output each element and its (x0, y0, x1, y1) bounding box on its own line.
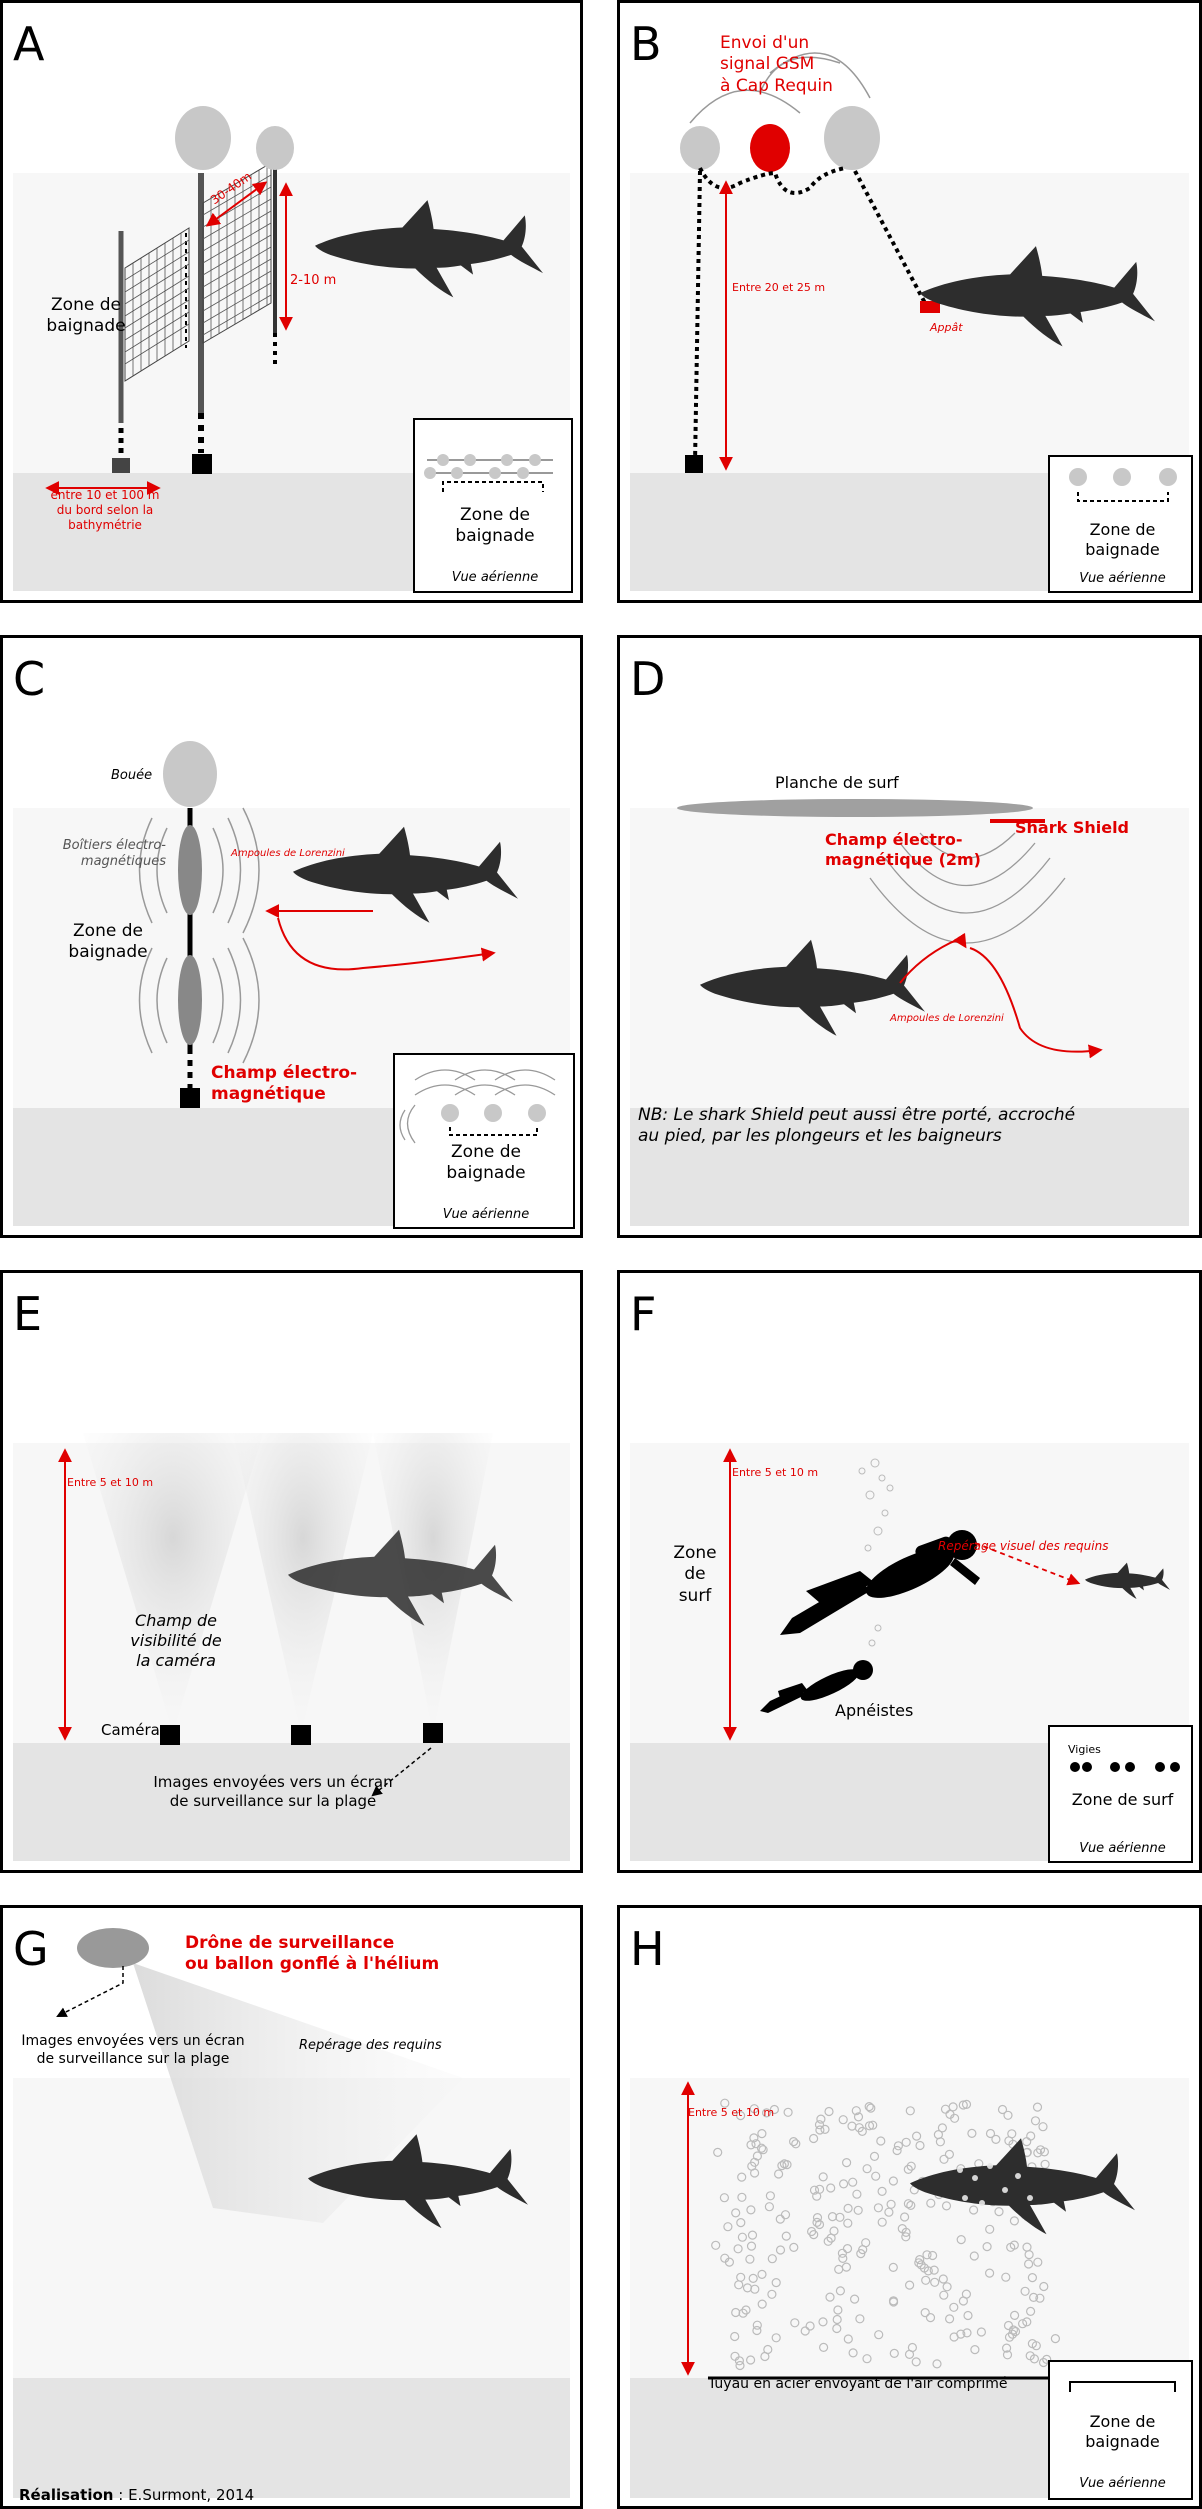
spotting-label: Repérage visuel des requins (938, 1539, 1109, 1553)
panel-b-smart-drumline: B Envoi d'un signal GSM à Cap Requin Ent… (617, 0, 1202, 603)
panel-c-electromagnetic-barrier: C Bouée Boîtiers électro- magnétiques Am… (0, 635, 583, 1238)
shark-icon (293, 826, 518, 923)
aerial-view-inset: Zone de baignade Vue aérienne (413, 418, 573, 593)
inset-zone-label: Zone de baignade (1085, 520, 1160, 559)
depth-label: 2-10 m (290, 273, 337, 288)
pipe-label: Tuyau en acier envoyant de l'air comprim… (708, 2376, 1008, 2392)
panel-letter: C (13, 652, 46, 706)
panel-f-lookouts: F Entre 5 et 10 m Zone de surf Repérage (617, 1270, 1202, 1873)
camera-field-of-view (83, 1433, 263, 1733)
drone-field-of-view (133, 1963, 463, 2223)
electromagnetic-box-icon (178, 825, 202, 915)
panel-letter: F (630, 1287, 657, 1341)
net-icon (45, 106, 543, 495)
inset-zone-label: Zone de baignade (455, 505, 535, 547)
panel-letter: H (630, 1922, 665, 1976)
seabed (13, 2378, 570, 2498)
bait-icon (920, 301, 940, 313)
drone-label: Drône de surveillance ou ballon gonflé à… (185, 1933, 440, 1975)
visibility-label: Champ de visibilité de la caméra (130, 1611, 222, 1670)
shark-icon (315, 200, 543, 298)
images-label: Images envoyées vers un écran de surveil… (153, 1773, 393, 1810)
depth-label: Entre 5 et 10 m (688, 2106, 775, 2119)
inset-zone-label: Zone de surf (1071, 1790, 1174, 1809)
panel-h-bubble-curtain: H Entre 5 et 10 m Tuyau en acier envoyan… (617, 1905, 1202, 2509)
inset-view-label: Vue aérienne (1079, 1841, 1166, 1856)
zone-label: Zone de baignade (46, 295, 126, 337)
buoy-icon (175, 106, 231, 170)
aerial-view-inset: Zone de baignade Vue aérienne (1048, 455, 1193, 593)
panel-letter: E (13, 1287, 43, 1341)
camera-label: Caméra (101, 1721, 160, 1739)
diver-icon (780, 1530, 980, 1635)
buoy-icon (163, 741, 217, 807)
panel-d-shark-shield: D Planche de surf Shark Shield Champ éle… (617, 635, 1202, 1238)
panel-letter: B (630, 17, 662, 71)
images-label: Images envoyées vers un écran de surveil… (21, 2033, 245, 2067)
divers-label: Apnéistes (835, 1701, 914, 1720)
shark-shield-label: Shark Shield (1015, 818, 1129, 837)
aerial-view-inset: Vigies Zone de surf Vue aérienne (1048, 1725, 1193, 1863)
camera-icon (160, 1725, 180, 1745)
panel-letter: A (13, 17, 45, 71)
drone-icon (77, 1928, 149, 1968)
air-bubbles (711, 2098, 1060, 2371)
lookouts-label: Vigies (1068, 1743, 1101, 1756)
spotting-label: Repérage des requins (299, 2038, 442, 2053)
credit: Réalisation : E.Surmont, 2014 (19, 2486, 254, 2504)
gsm-buoy-icon (750, 124, 790, 172)
inset-view-label: Vue aérienne (451, 570, 539, 585)
inset-view-label: Vue aérienne (1079, 571, 1166, 586)
em-field-label: Champ électro- magnétique (211, 1063, 358, 1105)
seabed (13, 1743, 570, 1861)
depth-label: Entre 5 et 10 m (67, 1476, 154, 1489)
buoy-icon (680, 126, 720, 170)
lorenzini-label: Ampoules de Lorenzini (231, 848, 345, 859)
aerial-view-inset: Zone de baignade Vue aérienne (393, 1053, 575, 1229)
depth-label: Entre 5 et 10 m (732, 1466, 819, 1479)
surfboard-label: Planche de surf (775, 773, 899, 792)
panel-g-drone-surveillance: G Drône de surveillance ou ballon gonflé… (0, 1905, 583, 2509)
surfboard-icon (677, 799, 1033, 817)
distance-label: entre 10 et 100 m du bord selon la bathy… (50, 488, 160, 532)
depth-label: Entre 20 et 25 m (732, 281, 826, 294)
em-field-label: Champ électro- magnétique (2m) (825, 830, 981, 869)
panel-letter: D (630, 652, 666, 706)
aerial-view-inset: Zone de baignade Vue aérienne (1048, 2360, 1193, 2500)
inset-view-label: Vue aérienne (1079, 2476, 1166, 2491)
zone-label: Zone de baignade (68, 921, 148, 963)
water (630, 2078, 1189, 2378)
panel-e-underwater-cameras: E Entre 5 et 10 m Champ de visibilité de… (0, 1270, 583, 1873)
bait-label: Appât (930, 321, 963, 334)
credit-value: : E.Surmont, 2014 (113, 2486, 255, 2504)
lorenzini-label: Ampoules de Lorenzini (890, 1013, 1004, 1024)
inset-zone-label: Zone de baignade (446, 1142, 526, 1184)
shark-icon (910, 2138, 1135, 2235)
gsm-signal-label: Envoi d'un signal GSM à Cap Requin (720, 33, 833, 96)
panel-letter: G (13, 1922, 49, 1976)
note-text: NB: Le shark Shield peut aussi être port… (638, 1105, 1076, 1147)
em-boxes-label: Boîtiers électro- magnétiques (62, 838, 166, 870)
shark-icon (1085, 1562, 1170, 1599)
credit-label: Réalisation (19, 2486, 114, 2504)
inset-view-label: Vue aérienne (442, 1207, 530, 1222)
panel-a-shark-net: A Zone de baignade 30-40m 2-10 (0, 0, 583, 603)
seabed (630, 1108, 1189, 1226)
surf-zone-label: Zone de surf (673, 1543, 717, 1606)
buoy-label: Bouée (111, 768, 153, 783)
inset-zone-label: Zone de baignade (1085, 2412, 1160, 2451)
